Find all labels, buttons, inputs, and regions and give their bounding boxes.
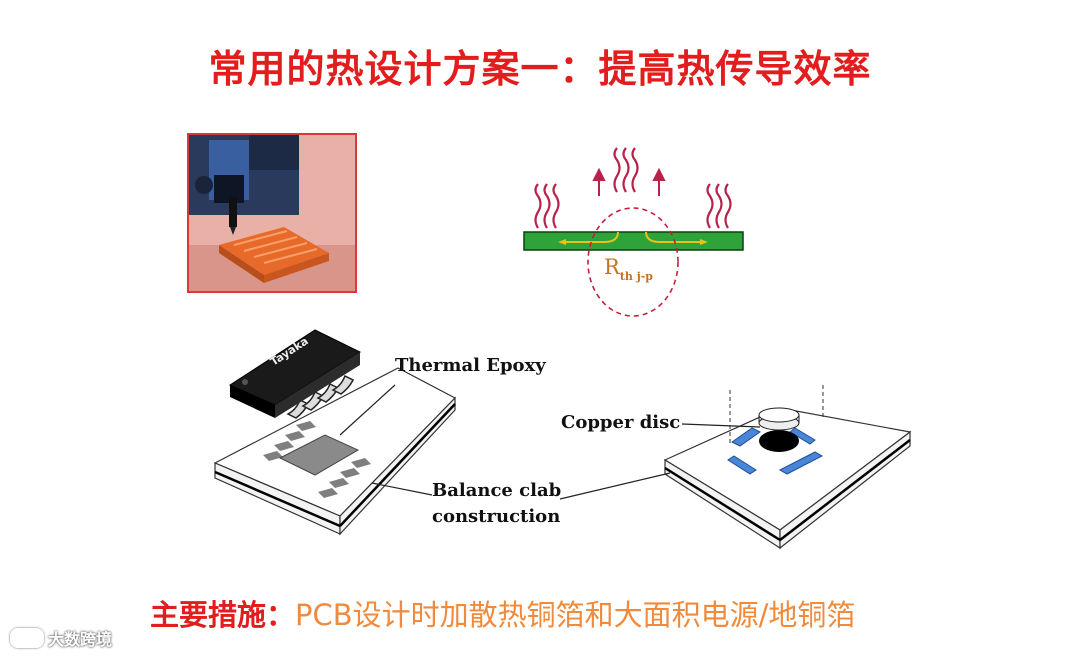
balance-clab-label-line2: construction [432,506,560,527]
right-pcb-board [665,385,910,548]
watermark-logo-icon [10,628,44,648]
measures-text: PCB设计时加散热铜箔和大面积电源/地铜箔 [295,598,855,632]
resistance-subscript: th j-p [620,270,653,283]
watermark: 大数跨境 [10,626,112,650]
thermal-epoxy-label: Thermal Epoxy [395,355,546,376]
thermal-resistance-label: Rth j-p [604,255,653,283]
watermark-text: 大数跨境 [48,630,112,649]
resistance-symbol: R [604,255,620,279]
pcb-strip [524,232,743,250]
main-measures: 主要措施：PCB设计时加散热铜箔和大面积电源/地铜箔 [150,592,855,634]
heat-waves [536,148,731,228]
copper-disc-label: Copper disc [561,412,680,433]
heat-spreading-diagram [524,148,743,316]
balance-clab-label-line1: Balance clab [432,480,561,501]
copper-disc [759,408,799,430]
measures-label: 主要措施： [150,598,295,632]
heat-up-arrows [594,170,664,196]
thermal-via-hole [759,430,799,452]
